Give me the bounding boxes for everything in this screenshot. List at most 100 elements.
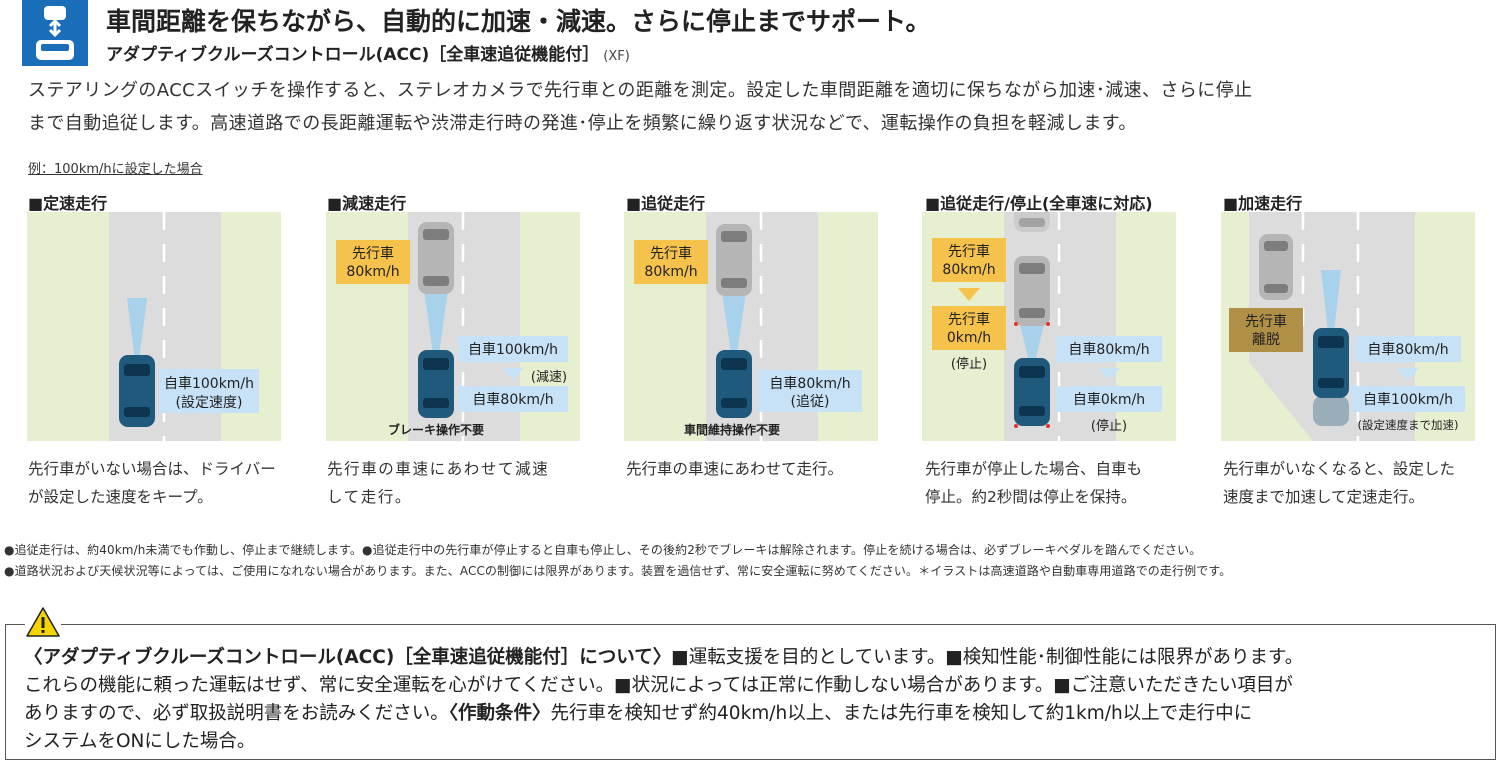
- warning-icon: [25, 606, 61, 638]
- self-speed-box: [159, 369, 259, 413]
- panel-caption: ブレーキ操作不要: [388, 422, 484, 437]
- caution-box: [5, 624, 1496, 760]
- panel-desc-follow: 先行車の車速にあわせて走行。: [626, 455, 888, 483]
- own-car-icon: [1014, 358, 1050, 428]
- self-speed-box: [758, 370, 862, 412]
- lead-speed-after: 0km/h: [947, 330, 991, 346]
- panel-desc-constant: 先行車がいない場合は、ドライバー が設定した速度をキープ。: [28, 455, 290, 511]
- caution-text: ありますので、必ず取扱説明書をお読みください。: [24, 703, 449, 724]
- lead-car-icon: [1014, 256, 1050, 326]
- desc-line: 先行車がいなくなると、設定した: [1223, 460, 1455, 478]
- transition-arrow: [958, 288, 980, 301]
- departing-car-icon: [1259, 234, 1293, 300]
- self-speed-label: 自車80km/h: [769, 375, 850, 392]
- lead-departed: 離脱: [1252, 331, 1280, 348]
- lead-speed-before-box: [932, 238, 1006, 282]
- panel-title-accel: ■加速走行: [1223, 194, 1303, 213]
- example-label: 例：100km/hに設定した場合: [28, 162, 203, 177]
- self-speed-after: 自車100km/h: [1363, 391, 1453, 408]
- self-speed-before: 自車80km/h: [1068, 341, 1149, 358]
- sensor-beam: [1020, 324, 1044, 362]
- caution-line-1: 〈アダプティブクルーズコントロール(ACC)［全車速追従機能付］について〉■運転…: [24, 643, 1303, 669]
- lead-label: 先行車: [1245, 313, 1287, 330]
- lead-speed: 80km/h: [644, 264, 697, 280]
- self-stop-note: (停止): [1091, 418, 1127, 434]
- desc-line: 先行車が停止した場合、自車も: [925, 460, 1143, 478]
- self-speed-before-box: [1056, 336, 1162, 362]
- panel-title-decel: ■減速走行: [327, 194, 407, 213]
- lead-speed-box: [336, 240, 410, 284]
- lead-label-after: 先行車: [948, 311, 990, 328]
- sensor-beam: [127, 298, 147, 360]
- own-car-icon: [1313, 328, 1349, 426]
- panel-acceleration: 先行車 離脱 自車80km/h 自車100km/h (設定速度まで加速): [1221, 212, 1475, 441]
- intro-line-2: まで自動追従します。高速道路での長距離運転や渋滞走行時の発進･停止を頻繁に繰り返…: [28, 113, 1137, 134]
- intro-line-1: ステアリングのACCスイッチを操作すると、ステレオカメラで先行車との距離を測定。…: [28, 80, 1253, 101]
- panel-constant-speed: 自車100km/h (設定速度): [27, 212, 281, 441]
- desc-line: 先行車の車速にあわせて走行。: [626, 460, 844, 478]
- panel-desc-decel: 先行車の車速にあわせて減速 して走行。: [327, 455, 589, 511]
- panel-follow-stop: 先行車 80km/h 先行車 0km/h (停止) 自車80km/h 自車0km…: [922, 212, 1176, 441]
- footnote-2: ●道路状況および天候状況等によっては、ご使用になれない場合があります。また、AC…: [4, 564, 1232, 578]
- caution-line-4: システムをONにした場合。: [24, 731, 256, 752]
- panel-title-follow: ■追従走行: [626, 194, 706, 213]
- sensor-beam: [722, 292, 746, 354]
- own-car-icon: [716, 350, 752, 418]
- operating-condition-heading: 〈作動条件〉: [448, 703, 551, 724]
- desc-line: 停止。約2秒間は停止を保持。: [925, 488, 1137, 506]
- caution-text: 先行車を検知せず約40km/h以上、または先行車を検知して約1km/h以上で走行…: [550, 703, 1253, 724]
- self-speed-before: 自車80km/h: [1367, 341, 1448, 358]
- self-speed-note: (設定速度): [176, 395, 243, 411]
- lead-car-icon: [418, 222, 454, 294]
- self-speed-before: 自車100km/h: [468, 341, 558, 358]
- desc-line: して走行。: [327, 488, 413, 506]
- page-headline: 車間距離を保ちながら、自動的に加速・減速。さらに停止までサポート。: [106, 7, 931, 36]
- self-speed-after-box: [1351, 386, 1465, 412]
- feature-name: アダプティブクルーズコントロール(ACC)［全車速追従機能付］: [106, 45, 600, 65]
- sensor-beam: [1321, 270, 1341, 332]
- panel-following: 先行車 80km/h 自車80km/h (追従) 車間維持操作不要: [624, 212, 878, 441]
- lead-stop-note: (停止): [951, 356, 987, 372]
- own-car-icon: [119, 355, 155, 427]
- lead-car-icon: [716, 224, 752, 296]
- self-speed-before-box: [1355, 336, 1461, 362]
- own-car-icon: [418, 350, 454, 418]
- desc-line: 先行車がいない場合は、ドライバー: [28, 460, 276, 478]
- footnote-1: ●追従走行は、約40km/h未満でも作動し、停止まで継続します。●追従走行中の先…: [4, 543, 1202, 557]
- self-speed-note: (追従): [791, 394, 830, 410]
- lead-departed-box: [1229, 308, 1303, 352]
- transition-note: (減速): [531, 369, 567, 385]
- model-tag: (XF): [603, 49, 630, 64]
- self-speed-label: 自車100km/h: [164, 375, 254, 392]
- transition-arrow: [1098, 368, 1120, 380]
- lead-label: 先行車: [352, 245, 394, 262]
- transition-arrow: [502, 368, 524, 380]
- self-speed-after: 自車0km/h: [1073, 391, 1145, 408]
- acc-logo-icon: [22, 0, 88, 66]
- lead-label: 先行車: [650, 245, 692, 262]
- caution-line-2: これらの機能に頼った運転はせず、常に安全運転を心がけてください。■状況によっては…: [24, 675, 1293, 696]
- self-speed-before-box: [458, 336, 568, 362]
- panel-deceleration: 先行車 80km/h 自車100km/h (減速) 自車80km/h ブレーキ操…: [326, 212, 580, 441]
- self-speed-after: 自車80km/h: [472, 391, 553, 408]
- panel-desc-accel: 先行車がいなくなると、設定した 速度まで加速して定速走行。: [1223, 455, 1485, 511]
- panel-desc-follow-stop: 先行車が停止した場合、自車も 停止。約2秒間は停止を保持。: [925, 455, 1187, 511]
- self-accel-note: (設定速度まで加速): [1358, 418, 1459, 432]
- self-speed-after-box: [458, 386, 568, 412]
- sensor-beam: [424, 290, 448, 354]
- lead-speed-before: 80km/h: [942, 262, 995, 278]
- caution-title: 〈アダプティブクルーズコントロール(ACC)［全車速追従機能付］について〉: [24, 647, 672, 668]
- self-speed-after-box: [1056, 386, 1162, 412]
- feature-subtitle: アダプティブクルーズコントロール(ACC)［全車速追従機能付］(XF): [106, 40, 630, 65]
- panel-caption: 車間維持操作不要: [684, 422, 780, 437]
- caution-text: ■運転支援を目的としています。■検知性能･制御性能には限界があります。: [671, 647, 1304, 668]
- desc-line: が設定した速度をキープ。: [28, 488, 213, 506]
- panel-title-follow-stop: ■追従走行/停止(全車速に対応): [925, 194, 1153, 213]
- lead-speed-after-box: [932, 306, 1006, 350]
- lead-car-ghost-icon: [1014, 212, 1050, 232]
- desc-line: 速度まで加速して定速走行。: [1223, 488, 1425, 506]
- lead-speed-box: [634, 240, 708, 284]
- caution-line-3: ありますので、必ず取扱説明書をお読みください。〈作動条件〉先行車を検知せず約40…: [24, 699, 1252, 725]
- lead-speed: 80km/h: [346, 264, 399, 280]
- lead-label-before: 先行車: [948, 243, 990, 260]
